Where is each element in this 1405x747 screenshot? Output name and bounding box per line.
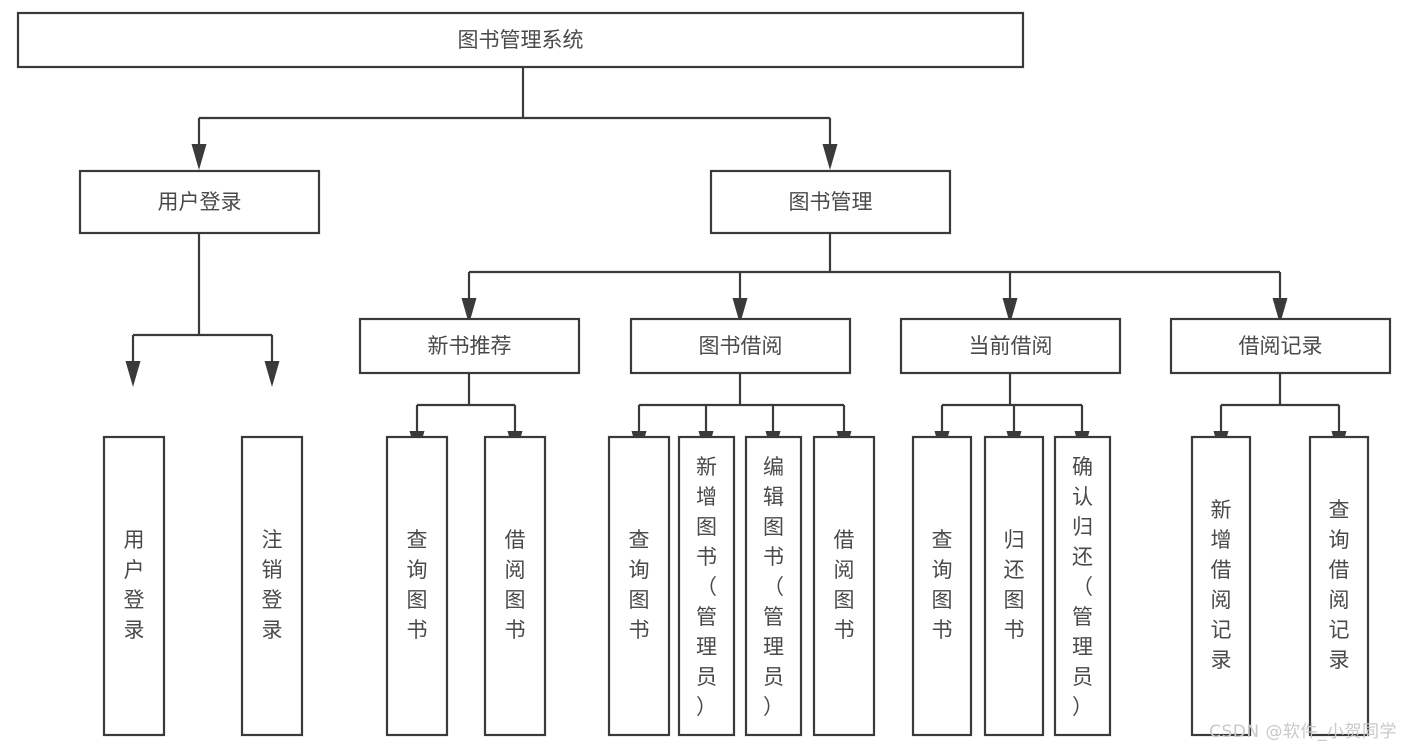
node-leaf-query-book-3[interactable]: 查询图书 — [911, 435, 973, 737]
node-label-leaf-query-book-1: 查询图书 — [407, 528, 428, 642]
node-leaf-confirm-return[interactable]: 确认归还（管理员） — [1053, 435, 1112, 737]
node-box-leaf-add-record[interactable] — [1190, 435, 1252, 737]
node-box-book-borrow[interactable] — [629, 317, 852, 375]
node-box-leaf-user-login[interactable] — [102, 435, 166, 737]
node-label-user-login: 用户登录 — [158, 190, 242, 214]
node-leaf-query-record[interactable]: 查询借阅记录 — [1308, 435, 1370, 737]
node-label-book-borrow: 图书借阅 — [699, 334, 783, 358]
node-box-leaf-edit-book[interactable] — [744, 435, 803, 737]
node-book-manage[interactable]: 图书管理 — [709, 169, 952, 235]
watermark-text: CSDN @软件_小贺同学 — [1209, 722, 1397, 742]
node-new-book-recommend[interactable]: 新书推荐 — [358, 317, 581, 375]
node-current-borrow[interactable]: 当前借阅 — [899, 317, 1122, 375]
node-root[interactable]: 图书管理系统 — [16, 11, 1025, 69]
node-box-leaf-confirm-return[interactable] — [1053, 435, 1112, 737]
node-label-leaf-confirm-return: 确认归还（管理员） — [1072, 455, 1093, 719]
node-label-book-manage: 图书管理 — [789, 190, 873, 214]
arrow-head-icon — [125, 361, 141, 387]
arrow-head-icon — [461, 298, 477, 324]
node-box-leaf-query-book-1[interactable] — [385, 435, 449, 737]
node-box-new-book-recommend[interactable] — [358, 317, 581, 375]
node-book-borrow[interactable]: 图书借阅 — [629, 317, 852, 375]
node-box-leaf-borrow-book-2[interactable] — [812, 435, 876, 737]
node-label-leaf-add-book: 新增图书（管理员） — [696, 455, 717, 719]
node-leaf-borrow-book-2[interactable]: 借阅图书 — [812, 435, 876, 737]
node-label-leaf-logout: 注销登录 — [262, 528, 283, 642]
node-box-leaf-query-book-3[interactable] — [911, 435, 973, 737]
arrow-head-icon — [191, 144, 207, 170]
node-label-leaf-borrow-book-1: 借阅图书 — [505, 528, 526, 642]
node-label-leaf-add-record: 新增借阅记录 — [1211, 498, 1232, 672]
node-box-root[interactable] — [16, 11, 1025, 69]
node-user-login[interactable]: 用户登录 — [78, 169, 321, 235]
node-box-leaf-logout[interactable] — [240, 435, 304, 737]
node-box-borrow-record[interactable] — [1169, 317, 1392, 375]
node-box-leaf-return-book[interactable] — [983, 435, 1045, 737]
node-label-root: 图书管理系统 — [458, 28, 584, 52]
connector-group-root-to-level1 — [191, 67, 838, 170]
node-label-leaf-query-book-2: 查询图书 — [629, 528, 650, 642]
nodes-layer: 图书管理系统用户登录图书管理新书推荐图书借阅当前借阅借阅记录用户登录注销登录查询… — [16, 11, 1392, 737]
node-label-leaf-user-login: 用户登录 — [124, 528, 145, 642]
node-box-leaf-borrow-book-1[interactable] — [483, 435, 547, 737]
node-leaf-query-book-1[interactable]: 查询图书 — [385, 435, 449, 737]
node-box-leaf-query-record[interactable] — [1308, 435, 1370, 737]
node-leaf-user-login[interactable]: 用户登录 — [102, 435, 166, 737]
node-leaf-add-book[interactable]: 新增图书（管理员） — [677, 435, 736, 737]
node-box-leaf-query-book-2[interactable] — [607, 435, 671, 737]
node-label-leaf-query-book-3: 查询图书 — [932, 528, 953, 642]
node-label-leaf-query-record: 查询借阅记录 — [1329, 498, 1350, 672]
node-leaf-query-book-2[interactable]: 查询图书 — [607, 435, 671, 737]
connectors-layer — [125, 67, 1347, 457]
arrow-head-icon — [1002, 298, 1018, 324]
node-box-book-manage[interactable] — [709, 169, 952, 235]
node-box-current-borrow[interactable] — [899, 317, 1122, 375]
arrow-head-icon — [1272, 298, 1288, 324]
node-label-leaf-return-book: 归还图书 — [1004, 528, 1025, 642]
node-borrow-record[interactable]: 借阅记录 — [1169, 317, 1392, 375]
node-box-leaf-add-book[interactable] — [677, 435, 736, 737]
node-label-leaf-edit-book: 编辑图书（管理员） — [763, 455, 784, 719]
node-box-user-login[interactable] — [78, 169, 321, 235]
node-leaf-add-record[interactable]: 新增借阅记录 — [1190, 435, 1252, 737]
connector-group-book-manage-to-level2 — [461, 233, 1288, 324]
node-leaf-logout[interactable]: 注销登录 — [240, 435, 304, 737]
node-label-borrow-record: 借阅记录 — [1239, 334, 1323, 358]
node-label-leaf-borrow-book-2: 借阅图书 — [834, 528, 855, 642]
node-label-current-borrow: 当前借阅 — [969, 334, 1053, 358]
node-leaf-borrow-book-1[interactable]: 借阅图书 — [483, 435, 547, 737]
connector-group-user-login-to-leaves — [125, 233, 280, 387]
arrow-head-icon — [732, 298, 748, 324]
node-label-new-book-recommend: 新书推荐 — [428, 334, 512, 358]
node-leaf-edit-book[interactable]: 编辑图书（管理员） — [744, 435, 803, 737]
arrow-head-icon — [822, 144, 838, 170]
node-leaf-return-book[interactable]: 归还图书 — [983, 435, 1045, 737]
arrow-head-icon — [264, 361, 280, 387]
